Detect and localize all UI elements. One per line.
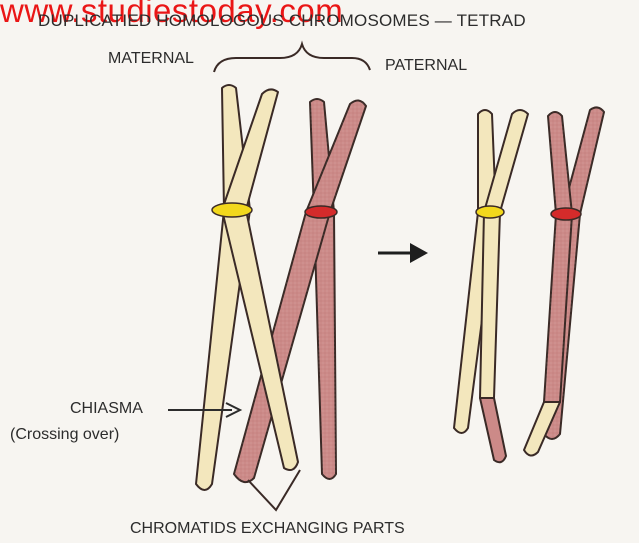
right-tetrad <box>454 107 604 462</box>
paternal-centromere <box>305 206 337 218</box>
tetrad-brace <box>214 44 370 72</box>
left-tetrad <box>196 85 366 490</box>
exchange-bracket <box>248 470 300 510</box>
maternal-centromere <box>212 203 252 217</box>
recombinant-paternal-segment <box>480 398 506 462</box>
maternal-centromere-right <box>476 206 504 218</box>
paternal-centromere-right <box>551 208 581 220</box>
process-arrow <box>378 243 428 263</box>
